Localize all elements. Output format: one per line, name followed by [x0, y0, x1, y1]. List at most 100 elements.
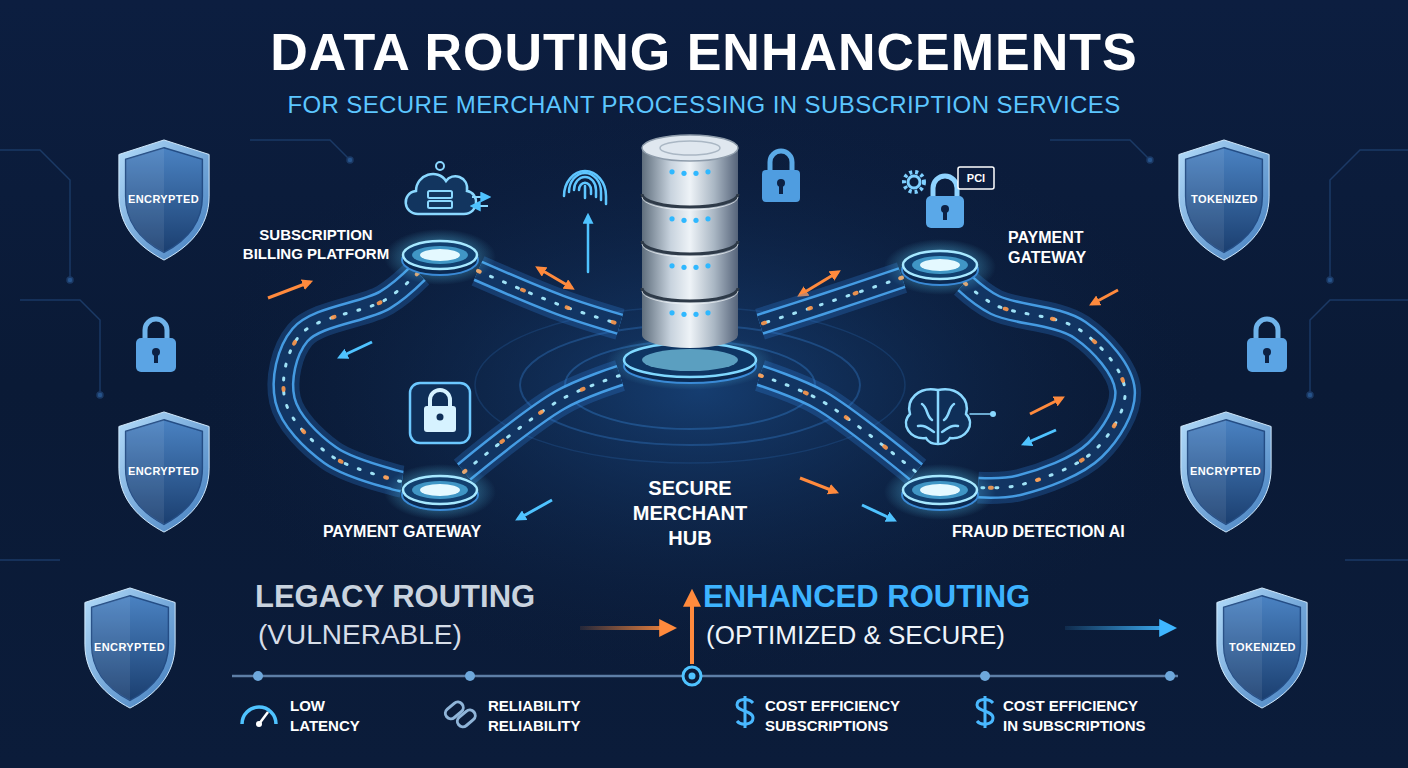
circuit-traces: [1327, 277, 1333, 283]
routing-track-layer: [760, 278, 902, 325]
pci-lock-icon: [943, 211, 947, 220]
shield-label: ENCRYPTED: [94, 641, 165, 655]
hub-outline: [693, 265, 698, 270]
diagram-title: DATA ROUTING ENHANCEMENTS: [0, 22, 1408, 82]
fingerprint-icon: [584, 186, 587, 198]
routing-track-layer: [464, 375, 620, 472]
brain-ai-icon: [942, 426, 958, 432]
fingerprint-icon: [569, 173, 601, 200]
routing-track-layer: [478, 271, 620, 324]
shield-outline: [1224, 596, 1301, 701]
center-glow: [180, 90, 1220, 690]
timeline: [232, 675, 1178, 678]
lock-icon: [770, 151, 792, 172]
hub-outline: [705, 216, 710, 221]
cloud-server-icon: [472, 196, 488, 198]
hub-outline: [669, 263, 674, 268]
shield-outline: [119, 140, 209, 260]
side-lock-icon: [136, 338, 176, 372]
benefit-icons: [744, 696, 747, 728]
secure-lock-icon: [430, 390, 450, 408]
brain-ai-icon: [918, 426, 934, 432]
routing-track-layer: [965, 283, 1125, 488]
pci-lock-icon: [926, 196, 964, 228]
hub-outline: [681, 218, 686, 223]
disc-outline: [384, 229, 496, 285]
brain-ai-icon: [906, 389, 970, 444]
circuit-traces: [1050, 140, 1150, 160]
hub-outline: [642, 148, 738, 335]
shield-label: ENCRYPTED: [1190, 465, 1261, 479]
lock-icon: [762, 170, 800, 202]
fingerprint-icon: [574, 177, 596, 197]
pci-lock-icon: [904, 167, 994, 228]
node-label: SUBSCRIPTION BILLING PLATFORM: [236, 226, 396, 264]
shield-label: TOKENIZED: [1191, 193, 1258, 207]
shield-outline: [1179, 140, 1269, 260]
secure-lock-icon: [410, 383, 470, 443]
disc-outline: [903, 251, 977, 279]
flow-arrows: [518, 500, 552, 519]
side-lock-icon: [1265, 354, 1269, 363]
routing-track-layer: [478, 271, 620, 324]
timeline: [690, 596, 694, 664]
hub-outline: [669, 169, 674, 174]
disc-outline: [403, 476, 477, 504]
disc-outline: [402, 472, 478, 508]
shield-outline: [85, 588, 175, 708]
hub-outline: [693, 312, 698, 317]
disc-outline: [412, 481, 468, 499]
lock-icon: [779, 185, 783, 194]
routing-track-layer: [478, 271, 620, 324]
node-label: SECURE MERCHANT HUB: [625, 476, 755, 551]
disc-outline: [884, 464, 996, 520]
routing-track-layer: [965, 283, 1125, 488]
hub-outline: [624, 343, 756, 377]
disc-outline: [920, 484, 960, 496]
shield-label: ENCRYPTED: [128, 193, 199, 207]
cloud-server-icon: [428, 191, 452, 198]
hub-outline: [660, 141, 720, 155]
routing-stage-note: (OPTIMIZED & SECURE): [706, 618, 1056, 652]
circuit-traces: [0, 150, 70, 280]
shield-label: TOKENIZED: [1229, 641, 1296, 655]
disc-outline: [920, 259, 960, 271]
disc-outline: [902, 472, 978, 508]
routing-track-layer: [760, 375, 916, 472]
side-lock-icon: [1256, 319, 1278, 340]
flow-arrows: [800, 478, 836, 492]
shield-outline: [1217, 588, 1307, 708]
diagram-subtitle: FOR SECURE MERCHANT PROCESSING IN SUBSCR…: [0, 90, 1408, 120]
hub-outline: [705, 169, 710, 174]
routing-track-layer: [965, 283, 1125, 488]
circuit-traces: [20, 300, 100, 395]
routing-track-layer: [760, 278, 902, 325]
routing-track-layer: [283, 273, 418, 482]
timeline: [689, 673, 696, 680]
disc-outline: [420, 249, 460, 261]
routing-track-layer: [760, 375, 916, 472]
hub-outline: [642, 244, 738, 257]
flow-arrows: [1030, 398, 1062, 414]
node-label: PAYMENT GATEWAY: [1008, 228, 1112, 268]
hub-outline: [642, 194, 738, 207]
brain-ai-icon: [970, 413, 990, 415]
tokenization-shield: TOKENIZED: [1214, 586, 1310, 710]
hub-outline: [669, 216, 674, 221]
node-label: PAYMENT GATEWAY: [312, 522, 492, 542]
timeline: [580, 626, 670, 630]
flow-arrows: [1024, 430, 1056, 444]
disc-outline: [884, 239, 996, 295]
benefit-icons: [984, 696, 987, 728]
hub-outline: [669, 310, 674, 315]
disc-outline: [384, 464, 496, 520]
encryption-shield: ENCRYPTED: [116, 410, 212, 534]
benefit-label: LOW LATENCY: [290, 696, 370, 736]
timeline: [1065, 626, 1170, 630]
brain-ai-icon: [937, 391, 940, 442]
cloud-server-icon: [406, 162, 488, 214]
routing-track: [965, 283, 1125, 488]
billing-platform-node: SUBSCRIPTION BILLING PLATFORM: [402, 237, 478, 273]
